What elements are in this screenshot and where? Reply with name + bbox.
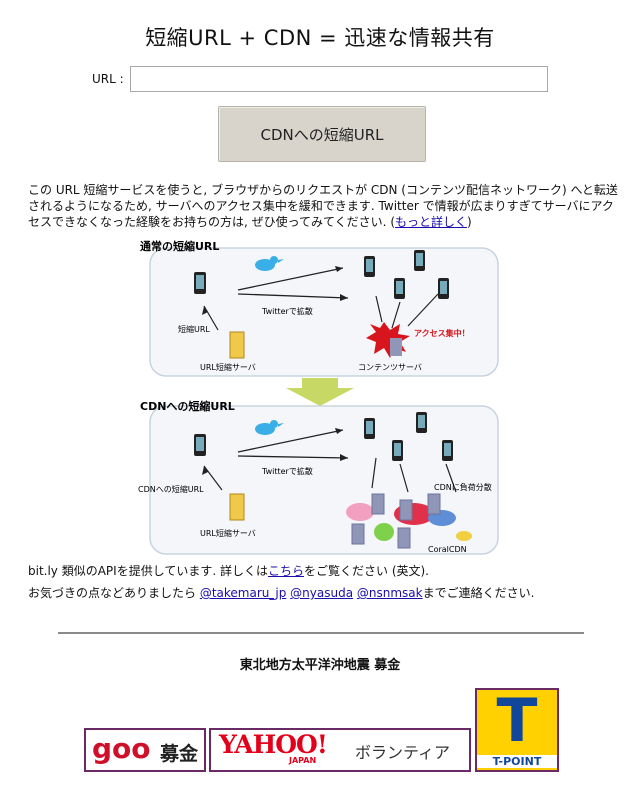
yahoo-volunteer-banner[interactable]: YAHOO! JAPAN ボランティア xyxy=(209,728,471,772)
service-description: この URL 短縮サービスを使うと, ブラウザからのリクエストが CDN (コン… xyxy=(28,182,618,230)
api-info-text-end: をご覧ください (英文). xyxy=(304,564,429,578)
arrow xyxy=(237,267,344,291)
tpoint-label: T-POINT xyxy=(477,755,557,768)
down-arrow-icon xyxy=(286,378,354,406)
description-text: この URL 短縮サービスを使うと, ブラウザからのリクエストが CDN (コン… xyxy=(28,183,618,229)
phone-icon xyxy=(194,272,206,294)
cdn-server-icon xyxy=(371,493,385,515)
goo-logo: goo xyxy=(92,732,151,765)
contact-info: お気づきの点などありましたら @takemaru_jp @nyasuda @ns… xyxy=(28,584,534,601)
phone-icon xyxy=(364,256,375,277)
more-details-link[interactable]: もっと詳しく xyxy=(395,215,468,229)
phone-icon xyxy=(442,440,453,461)
tpoint-logo-icon: T xyxy=(496,686,538,756)
cdn-server-icon xyxy=(397,527,411,549)
twitter-bird-icon xyxy=(255,420,284,435)
bottom-heading: CDNへの短縮URL xyxy=(140,399,235,413)
contact-link-nsnmsak[interactable]: @nsnmsak xyxy=(356,586,423,600)
url-label: URL : xyxy=(92,72,124,86)
page-title: 短縮URL + CDN = 迅速な情報共有 xyxy=(145,26,495,50)
contact-link-nyasuda[interactable]: @nyasuda xyxy=(290,586,354,600)
url-server-label: URL短縮サーバ xyxy=(200,528,256,538)
cdn-server-icon xyxy=(399,499,413,521)
overload-label: アクセス集中！ xyxy=(414,328,470,338)
cdn-server-icon xyxy=(351,523,365,545)
url-server-label: URL短縮サーバ xyxy=(200,362,256,372)
paren-open: ( xyxy=(390,215,395,229)
content-server-icon xyxy=(390,338,402,356)
arrow xyxy=(237,293,349,299)
top-heading: 通常の短縮URL xyxy=(140,239,219,253)
short-url-label: 短縮URL xyxy=(178,324,210,334)
yahoo-japan-label: JAPAN xyxy=(289,756,317,765)
twitter-bird-icon xyxy=(255,256,284,271)
url-input[interactable] xyxy=(130,66,548,92)
yahoo-logo: YAHOO! xyxy=(219,730,328,759)
goo-donation-label: 募金 xyxy=(160,743,199,765)
phone-icon xyxy=(194,434,206,456)
cdn-server-icon xyxy=(427,493,441,515)
paren-close: ) xyxy=(467,215,472,229)
tpoint-donation-banner[interactable]: T T-POINT xyxy=(475,688,559,772)
twitter-spread-label: Twitterで拡散 xyxy=(261,306,313,316)
content-server-label: コンテンツサーバ xyxy=(358,363,422,372)
url-server-icon xyxy=(229,493,245,521)
url-server-icon xyxy=(229,331,245,359)
top-panel xyxy=(149,247,499,377)
shorten-button[interactable]: CDNへの短縮URL xyxy=(218,106,426,162)
phone-icon xyxy=(364,418,375,439)
yahoo-volunteer-label: ボランティア xyxy=(355,743,451,762)
contact-link-takemaru[interactable]: @takemaru_jp xyxy=(199,586,287,600)
phone-icon xyxy=(392,440,403,461)
coralcdn-label: CoralCDN xyxy=(428,545,467,554)
api-details-link[interactable]: こちら xyxy=(267,564,304,578)
divider xyxy=(58,632,584,634)
contact-text: お気づきの点などありましたら xyxy=(28,586,200,600)
phone-icon xyxy=(414,250,425,271)
api-info-text: bit.ly 類似のAPIを提供しています. 詳しくは xyxy=(28,564,268,578)
twitter-spread-label: Twitterで拡散 xyxy=(261,466,313,476)
contact-text-end: までご連絡ください. xyxy=(422,586,535,600)
donation-title: 東北地方太平洋沖地震 募金 xyxy=(239,658,401,673)
phone-icon xyxy=(394,278,405,299)
cdn-short-url-label: CDNへの短縮URL xyxy=(138,484,204,494)
goo-donation-banner[interactable]: goo 募金 xyxy=(84,728,206,772)
cdn-diagram: 通常の短縮URL Twitterで拡散 アクセス集中！ コンテンツサーバ 短縮U… xyxy=(138,239,499,555)
phone-icon xyxy=(438,278,449,299)
phone-icon xyxy=(416,412,427,433)
api-info: bit.ly 類似のAPIを提供しています. 詳しくはこちらをご覧ください (英… xyxy=(28,562,429,579)
cdn-load-label: CDNに負荷分散 xyxy=(434,482,492,492)
